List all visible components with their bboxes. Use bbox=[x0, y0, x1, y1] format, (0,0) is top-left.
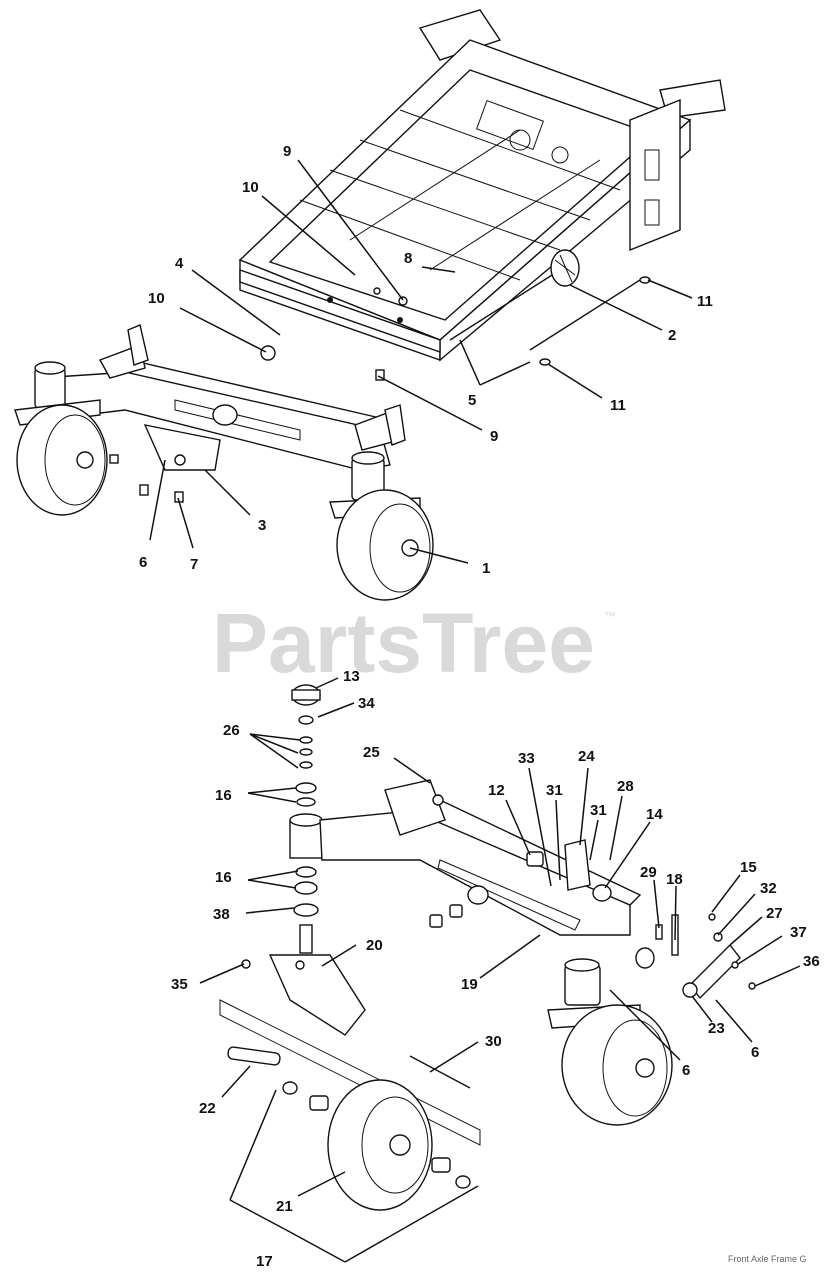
callout-label: 32 bbox=[760, 880, 777, 897]
callout-label: 15 bbox=[740, 859, 757, 876]
callout-label: 22 bbox=[199, 1100, 216, 1117]
front-axle-drawing-bottom bbox=[319, 779, 756, 1126]
callout-label: 9 bbox=[490, 428, 498, 445]
wheel-assembly-drawing bbox=[219, 999, 481, 1211]
callout-label: 31 bbox=[590, 802, 607, 819]
callout-label: 36 bbox=[803, 953, 820, 970]
callout-label: 24 bbox=[578, 748, 595, 765]
callout-label: 21 bbox=[276, 1198, 293, 1215]
callout-label: 14 bbox=[646, 806, 663, 823]
callout-label: 11 bbox=[610, 397, 626, 414]
callout-label: 3 bbox=[258, 517, 266, 534]
callout-label: 16 bbox=[215, 787, 232, 804]
callout-label: 13 bbox=[343, 668, 360, 685]
callout-label: 4 bbox=[175, 255, 184, 272]
callout-label: 6 bbox=[751, 1044, 759, 1061]
callout-label: 6 bbox=[682, 1062, 690, 1079]
callout-label: 11 bbox=[697, 293, 713, 310]
callout-label: 27 bbox=[766, 905, 783, 922]
callout-label: 23 bbox=[708, 1020, 725, 1037]
callout-label: 10 bbox=[242, 179, 259, 196]
callout-label: 29 bbox=[640, 864, 657, 881]
front-axle-drawing-top bbox=[14, 324, 434, 601]
callout-label: 8 bbox=[404, 250, 412, 267]
partstree-watermark: PartsTree ™ bbox=[212, 596, 616, 690]
callout-label: 2 bbox=[668, 327, 676, 344]
callout-label: 9 bbox=[283, 143, 291, 160]
callout-label: 5 bbox=[468, 392, 476, 409]
callout-label: 10 bbox=[148, 290, 165, 307]
callout-label: 7 bbox=[190, 556, 198, 573]
callout-label: 19 bbox=[461, 976, 478, 993]
watermark-text: PartsTree bbox=[212, 596, 595, 690]
spindle-stack-drawing bbox=[241, 684, 366, 1036]
callout-label: 17 bbox=[256, 1253, 273, 1270]
callout-label: 12 bbox=[488, 782, 505, 799]
callout-label: 26 bbox=[223, 722, 240, 739]
callout-label: 38 bbox=[213, 906, 230, 923]
callout-label: 34 bbox=[358, 695, 375, 712]
callouts-bottom: 13 34 26 25 16 33 24 12 31 31 28 14 16 2… bbox=[171, 668, 820, 1270]
callout-label: 1 bbox=[482, 560, 490, 577]
callouts-top: 9 10 8 4 10 11 2 5 11 9 3 6 7 1 bbox=[139, 143, 713, 577]
figure-reference: Front Axle Frame G bbox=[728, 1254, 807, 1264]
callout-label: 6 bbox=[139, 554, 147, 571]
callout-label: 30 bbox=[485, 1033, 502, 1050]
mower-frame-drawing bbox=[238, 9, 726, 381]
callout-label: 25 bbox=[363, 744, 380, 761]
callout-label: 20 bbox=[366, 937, 383, 954]
callout-label: 16 bbox=[215, 869, 232, 886]
callout-label: 31 bbox=[546, 782, 563, 799]
callout-label: 33 bbox=[518, 750, 535, 767]
callout-label: 28 bbox=[617, 778, 634, 795]
callout-label: 35 bbox=[171, 976, 188, 993]
trademark-symbol: ™ bbox=[604, 609, 616, 623]
callout-label: 18 bbox=[666, 871, 683, 888]
callout-label: 37 bbox=[790, 924, 807, 941]
